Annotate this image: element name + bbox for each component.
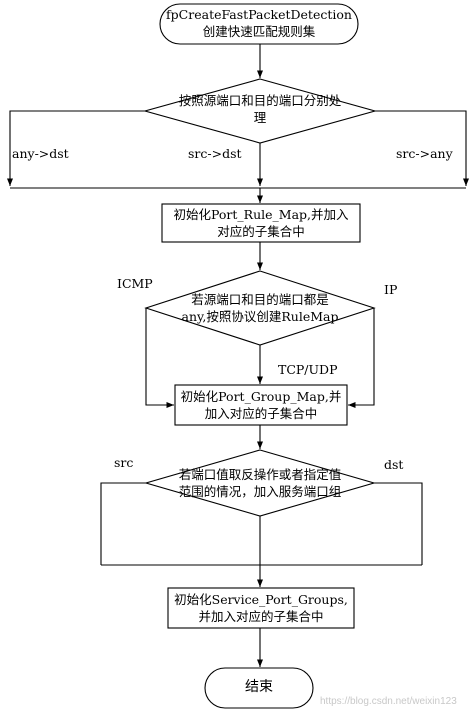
box3-text: 初始化Service_Port_Groups, 并加入对应的子集合中 — [174, 592, 348, 624]
edge-label-any-dst: any->dst — [12, 146, 69, 161]
box1-text: 初始化Port_Rule_Map,并加入 对应的子集合中 — [173, 207, 349, 239]
edge-label-dst: dst — [384, 457, 404, 472]
end-terminal — [204, 667, 314, 709]
edge-label-icmp: ICMP — [117, 276, 153, 291]
box-service-port-groups — [167, 587, 355, 629]
start-text: fpCreateFastPacketDetection 创建快速匹配规则集 — [166, 7, 352, 39]
edge-label-src: src — [114, 455, 134, 470]
box-port-rule-map — [161, 203, 361, 243]
edge-label-src-dst: src->dst — [188, 146, 242, 161]
decision2-text: 若源端口和目的端口都是 any,按照协议创建RuleMap — [181, 292, 339, 324]
box-port-group-map — [174, 384, 348, 426]
start-terminal — [159, 3, 359, 45]
edge-label-src-any: src->any — [396, 146, 453, 161]
decision3-text: 若端口值取反操作或者指定值 范围的情况，加入服务端口组 — [178, 467, 342, 499]
edge-label-tcp-udp: TCP/UDP — [278, 362, 338, 377]
end-text: 结束 — [245, 679, 273, 695]
decision1-text: 按照源端口和目的端口分别处 理 — [178, 93, 342, 125]
watermark-text: https://blog.csdn.net/weixin123 — [320, 696, 457, 707]
edge-label-ip: IP — [384, 282, 398, 297]
box2-text: 初始化Port_Group_Map,并 加入对应的子集合中 — [180, 389, 342, 421]
